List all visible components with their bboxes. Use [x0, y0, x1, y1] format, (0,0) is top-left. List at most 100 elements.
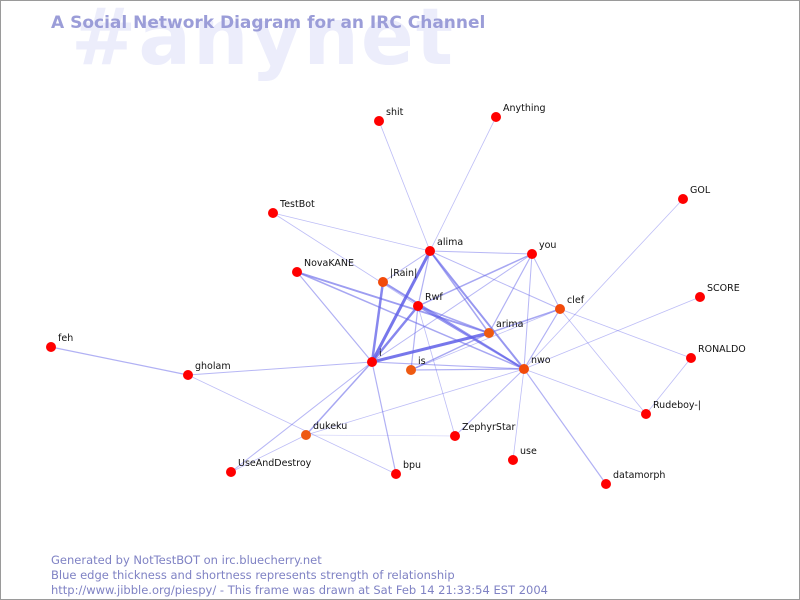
edge-NovaKANE-nwo: [296, 271, 525, 370]
node-label-feh: feh: [58, 333, 73, 344]
edge-clef-arima: [488, 308, 561, 334]
node-SCORE: SCORE: [695, 283, 740, 302]
edge-Rudeboy-clef: [559, 308, 647, 415]
node-label-gholam: gholam: [195, 361, 231, 372]
edge-nwo-dukeku: [305, 368, 525, 436]
node-label-alima: alima: [437, 237, 463, 248]
node-dot-is: [406, 365, 416, 375]
edge-nwo-datamorph: [523, 368, 607, 485]
node-arima: arima: [484, 319, 523, 338]
edge-alima-you: [429, 250, 533, 255]
edge-i-alima: [370, 249, 432, 364]
node-label-use: use: [520, 446, 537, 457]
edge-alima-Rwf: [417, 250, 431, 307]
footer-link-timestamp: http://www.jibble.org/piespy/ - This fra…: [51, 583, 548, 597]
edge-arima-is: [410, 332, 490, 371]
node-nwo: nwo: [519, 355, 551, 374]
node-dot-Anything: [491, 112, 501, 122]
node-label-NovaKANE: NovaKANE: [304, 258, 354, 269]
node-dot-you: [527, 249, 537, 259]
node-dot-Rain: [378, 277, 388, 287]
node-dot-alima: [425, 246, 435, 256]
node-Rwf: Rwf: [413, 292, 443, 311]
node-label-i: i: [379, 348, 382, 359]
node-dot-nwo: [519, 364, 529, 374]
footer-generated-by: Generated by NotTestBOT on irc.bluecherr…: [51, 553, 322, 567]
edge-dukeku-UseAndDestroy: [230, 434, 307, 473]
edge-layer: [50, 116, 701, 485]
edge-i-Rain: [370, 280, 385, 364]
edge-NovaKANE-i: [296, 271, 373, 363]
node-label-you: you: [539, 240, 556, 251]
footer-legend-note: Blue edge thickness and shortness repres…: [51, 568, 455, 582]
node-UseAndDestroy: UseAndDestroy: [226, 458, 312, 477]
node-datamorph: datamorph: [601, 470, 665, 489]
edge-RONALDO-clef: [559, 308, 692, 359]
node-bpu: bpu: [391, 460, 421, 479]
edge-i-dukeku: [305, 361, 373, 436]
node-RONALDO: RONALDO: [686, 344, 746, 363]
edge-Rwf-you: [417, 253, 533, 307]
footer: Generated by NotTestBOT on irc.bluecherr…: [51, 553, 548, 598]
node-label-nwo: nwo: [531, 355, 551, 366]
edge-TestBot-alima: [272, 212, 431, 252]
node-dot-dukeku: [301, 430, 311, 440]
edge-you-arima: [488, 253, 533, 334]
node-label-Rain: |Rain|: [390, 268, 417, 279]
node-label-Rudeboy: Rudeboy-|: [653, 400, 701, 411]
node-label-RONALDO: RONALDO: [698, 344, 746, 355]
node-use: use: [508, 446, 537, 465]
edge-RONALDO-Rudeboy: [645, 357, 692, 415]
node-alima: alima: [425, 237, 463, 256]
edge-clef-you: [531, 253, 561, 310]
node-GOL: GOL: [678, 185, 711, 204]
edge-Rwf-is: [410, 305, 419, 371]
edge-TestBot-Rwf: [272, 212, 419, 307]
node-gholam: gholam: [183, 361, 231, 380]
node-dot-shit: [374, 116, 384, 126]
edge-nwo-ZephyrStar: [454, 368, 525, 437]
node-label-dukeku: dukeku: [313, 421, 347, 432]
node-NovaKANE: NovaKANE: [292, 258, 354, 277]
node-is: is: [406, 356, 426, 375]
node-label-is: is: [418, 356, 426, 367]
node-dot-UseAndDestroy: [226, 467, 236, 477]
node-label-GOL: GOL: [690, 185, 711, 196]
edge-Rudeboy-nwo: [523, 368, 647, 415]
node-dot-gholam: [183, 370, 193, 380]
edge-you-nwo: [523, 253, 533, 370]
node-Anything: Anything: [491, 103, 546, 122]
node-dot-NovaKANE: [292, 267, 302, 277]
node-label-Anything: Anything: [503, 103, 546, 114]
edge-i-bpu: [371, 361, 397, 475]
node-dot-RONALDO: [686, 353, 696, 363]
edge-clef-nwo: [523, 308, 561, 370]
node-label-arima: arima: [496, 319, 523, 330]
node-dot-datamorph: [601, 479, 611, 489]
edge-i-you: [371, 253, 533, 363]
edge-i-nwo: [371, 361, 525, 370]
node-label-shit: shit: [386, 107, 404, 118]
node-dot-Rwf: [413, 301, 423, 311]
node-Rudeboy: Rudeboy-|: [641, 400, 701, 419]
node-label-datamorph: datamorph: [613, 470, 665, 481]
node-feh: feh: [46, 333, 73, 352]
edge-is-clef: [410, 308, 561, 371]
node-you: you: [527, 240, 556, 259]
edge-Rwf-arima: [417, 305, 490, 334]
edge-alima-clef: [429, 250, 561, 310]
node-label-UseAndDestroy: UseAndDestroy: [238, 458, 312, 469]
channel-watermark: #anynet: [71, 0, 456, 83]
node-TestBot: TestBot: [268, 199, 315, 218]
edge-Rwf-ZephyrStar: [417, 305, 456, 437]
node-i: i: [367, 348, 382, 367]
edge-alima-nwo: [429, 250, 525, 370]
node-dot-GOL: [678, 194, 688, 204]
node-dukeku: dukeku: [301, 421, 347, 440]
edge-GOL-nwo: [523, 198, 684, 370]
node-label-TestBot: TestBot: [279, 199, 315, 210]
node-dot-clef: [555, 304, 565, 314]
edge-gholam-i: [187, 361, 373, 376]
